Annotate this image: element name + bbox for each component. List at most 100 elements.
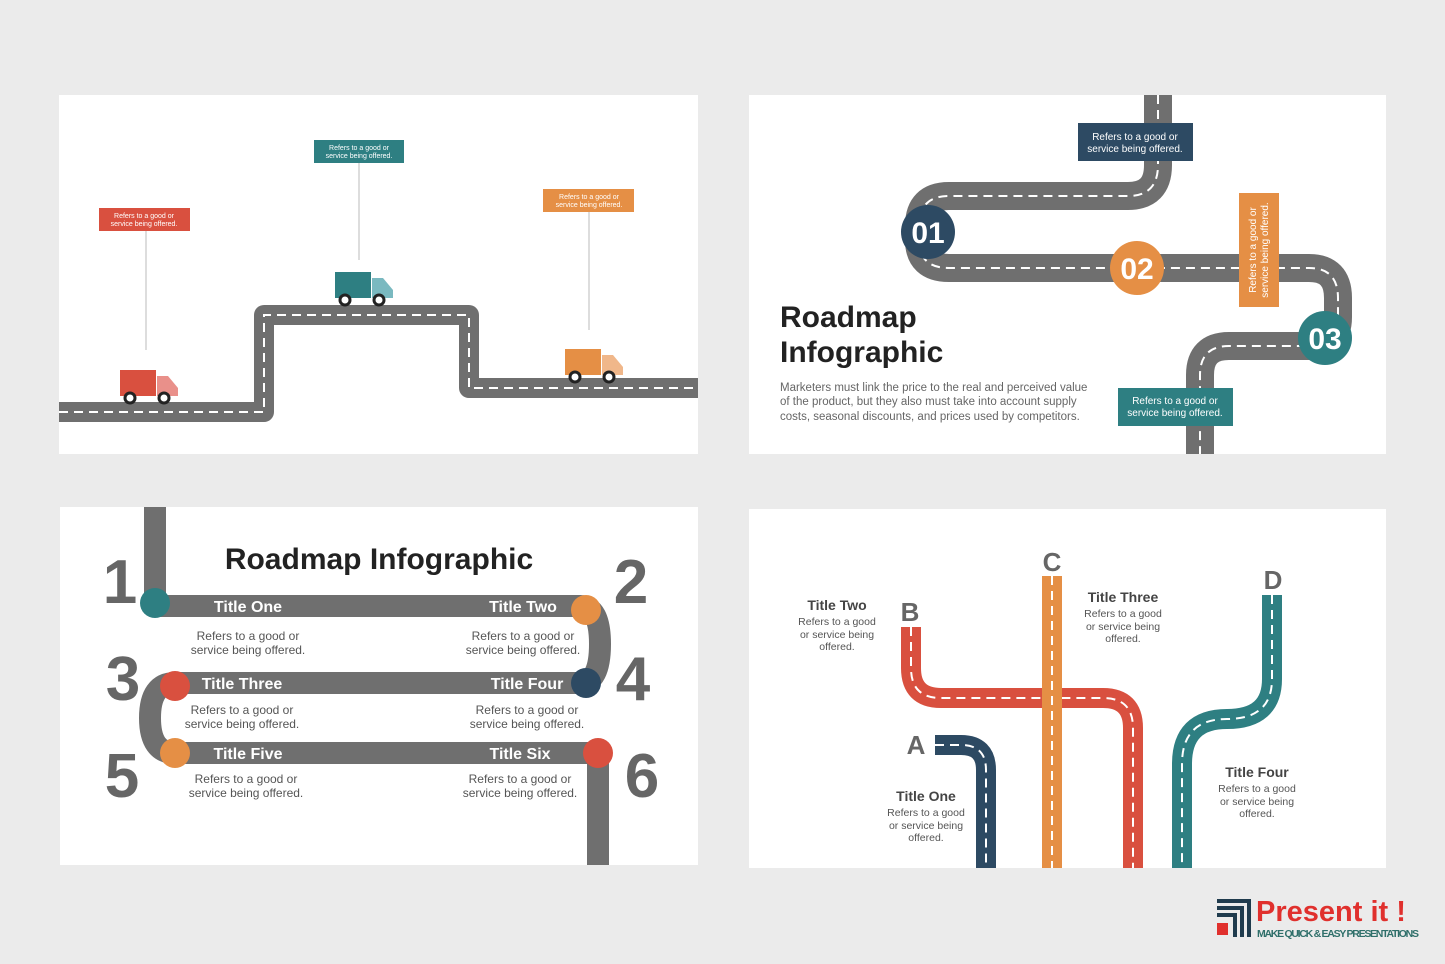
label-text: service being offered.	[1127, 408, 1222, 419]
item-desc: or service being	[1220, 796, 1294, 808]
item-title: Title Five	[213, 746, 282, 763]
step-number: 01	[911, 217, 944, 250]
step-number: 6	[625, 742, 659, 811]
body-text: Marketers must link the price to the rea…	[780, 382, 1087, 394]
label-text: service being offered.	[1087, 144, 1182, 155]
item-desc: Refers to a good or	[476, 703, 579, 717]
item-desc: Refers to a good or	[197, 629, 300, 643]
item-desc: Refers to a good	[887, 807, 965, 819]
item-title: Title Four	[1225, 764, 1289, 780]
label-text: service being offered.	[111, 221, 178, 228]
item-desc: offered.	[908, 832, 943, 844]
truck-road-graphic: Refers to a good or service being offere…	[59, 140, 698, 422]
road-letter: D	[1264, 565, 1283, 595]
road-d-centerline	[1181, 595, 1273, 868]
item-title: Title One	[896, 788, 956, 804]
item-desc: service being offered.	[191, 643, 306, 657]
truck-icon	[120, 370, 178, 405]
body-text: costs, seasonal discounts, and prices us…	[780, 411, 1080, 423]
item-desc: Refers to a good or	[469, 772, 572, 786]
label-navy: Refers to a good or service being offere…	[1078, 123, 1193, 161]
logo-mark-icon	[1217, 899, 1251, 937]
marker-dot	[571, 595, 601, 625]
slide-title: Roadmap	[780, 301, 917, 334]
label-text: Refers to a good or	[329, 145, 390, 152]
marker-dot	[140, 588, 170, 618]
item-desc: Refers to a good or	[472, 629, 575, 643]
label-teal: Refers to a good or service being offere…	[314, 140, 404, 163]
marker-dot	[571, 668, 601, 698]
winding-road-graphic: 01 02 03 Refers to a good or service bei…	[780, 95, 1352, 454]
body-text: of the product, but they also must take …	[780, 396, 1077, 408]
item-desc: offered.	[819, 641, 854, 653]
item-desc: offered.	[1239, 808, 1274, 820]
marker-dot	[160, 671, 190, 701]
item-desc: Refers to a good	[1218, 783, 1296, 795]
item-title: Title Two	[489, 599, 557, 616]
step-02-marker: 02	[1110, 241, 1164, 295]
slide-title: Infographic	[780, 336, 943, 369]
road-a-centerline	[935, 744, 987, 868]
item-desc: Refers to a good	[1084, 608, 1162, 620]
label-teal: Refers to a good or service being offere…	[1118, 388, 1233, 426]
step-number: 3	[106, 645, 140, 714]
item-title: Title Three	[1088, 589, 1159, 605]
road-letter: C	[1043, 547, 1062, 577]
step-number: 03	[1308, 323, 1341, 356]
item-desc: Refers to a good or	[195, 772, 298, 786]
item-desc: service being offered.	[463, 786, 578, 800]
truck-icon	[335, 272, 393, 307]
label-text: Refers to a good or	[1132, 396, 1218, 407]
item-desc: Refers to a good	[798, 616, 876, 628]
item-desc: service being offered.	[189, 786, 304, 800]
item-title: Title One	[214, 599, 282, 616]
road-b-centerline	[910, 627, 1134, 868]
step-number: 2	[614, 548, 648, 617]
item-desc: Refers to a good or	[191, 703, 294, 717]
item-title: Title Four	[491, 676, 564, 693]
item-desc: or service being	[800, 629, 874, 641]
label-orange: Refers to a good or service being offere…	[1239, 193, 1279, 307]
label-text: Refers to a good or	[1248, 207, 1259, 293]
marker-dot	[160, 738, 190, 768]
road-letter: A	[907, 730, 926, 760]
label-text: service being offered.	[556, 202, 623, 209]
label-text: service being offered.	[326, 153, 393, 160]
slide-abcd-roadmap[interactable]: A B C D Title One Refers to a good or se…	[749, 509, 1386, 868]
slide-truck-roadmap[interactable]: Refers to a good or service being offere…	[59, 95, 698, 454]
step-number: 02	[1120, 253, 1153, 286]
slide-title: Roadmap Infographic	[225, 543, 533, 576]
slide-numbered-roadmap[interactable]: Roadmap Infographic 1 2 3 4 5 6 Title On…	[60, 507, 698, 865]
truck-icon	[565, 349, 623, 384]
item-desc: or service being	[1086, 621, 1160, 633]
step-number: 5	[105, 742, 139, 811]
item-title: Title Three	[202, 676, 283, 693]
step-03-marker: 03	[1298, 311, 1352, 365]
numbered-road-graphic: Roadmap Infographic 1 2 3 4 5 6 Title On…	[103, 507, 659, 865]
step-01-marker: 01	[901, 205, 955, 259]
logo-tagline: MAKE QUICK & EASY PRESENTATIONS	[1257, 928, 1419, 940]
label-text: Refers to a good or	[559, 194, 620, 201]
item-desc: or service being	[889, 820, 963, 832]
item-desc: offered.	[1105, 633, 1140, 645]
slide-winding-roadmap[interactable]: 01 02 03 Refers to a good or service bei…	[749, 95, 1386, 454]
abcd-road-graphic: A B C D Title One Refers to a good or se…	[798, 547, 1296, 868]
item-desc: service being offered.	[185, 717, 300, 731]
road-centerline	[59, 314, 698, 413]
logo-name: Present it !	[1256, 896, 1406, 928]
label-text: Refers to a good or	[114, 213, 175, 220]
item-title: Title Six	[489, 746, 550, 763]
label-text: Refers to a good or	[1092, 132, 1178, 143]
step-number: 1	[103, 548, 137, 617]
road-d	[1172, 595, 1282, 868]
label-orange: Refers to a good or service being offere…	[543, 189, 634, 212]
item-title: Title Two	[807, 597, 866, 613]
present-it-logo: Present it ! MAKE QUICK & EASY PRESENTAT…	[1217, 896, 1419, 940]
marker-dot	[583, 738, 613, 768]
road-letter: B	[901, 597, 920, 627]
item-desc: service being offered.	[470, 717, 585, 731]
item-desc: service being offered.	[466, 643, 581, 657]
label-text: service being offered.	[1260, 202, 1271, 297]
step-number: 4	[616, 645, 651, 714]
label-red: Refers to a good or service being offere…	[99, 208, 190, 231]
